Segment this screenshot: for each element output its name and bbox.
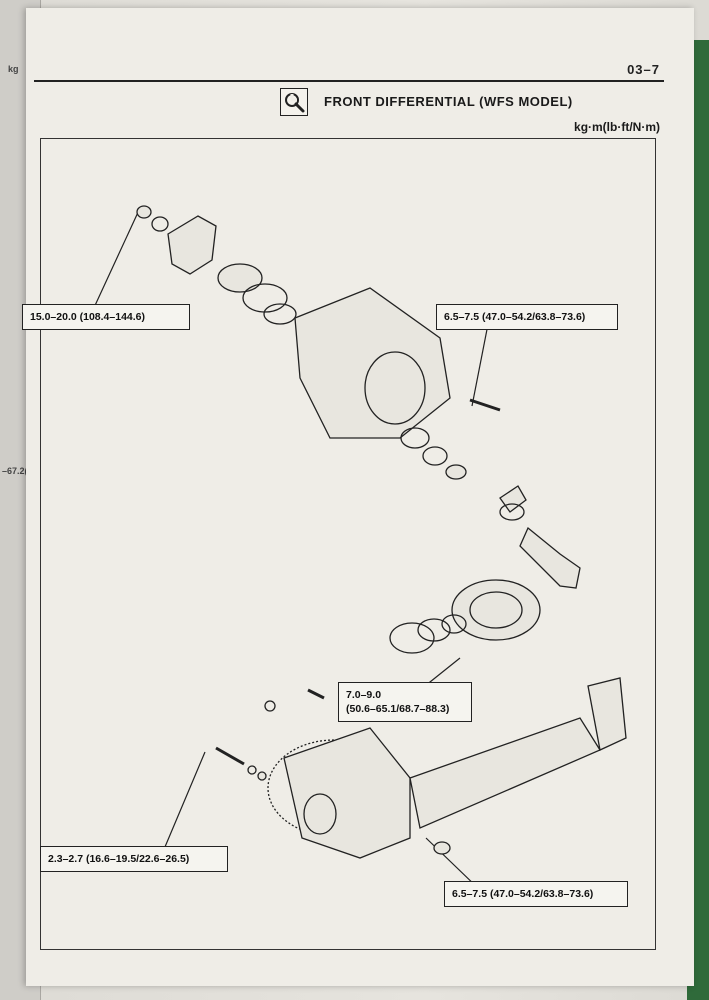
stud-bolt: [215, 746, 245, 766]
nut-icon: [136, 205, 152, 219]
upper-parts: [136, 205, 581, 589]
axle-tube: [409, 717, 601, 829]
drive-pinion: [519, 526, 581, 589]
ring-gear: [451, 579, 541, 641]
left-page-fragment-mid: –67.2(48: [2, 466, 38, 476]
flange-yoke: [167, 215, 217, 275]
torque-value: 7.0–9.0: [346, 689, 382, 701]
manual-page: 03–7 FRONT DIFFERENTIAL (WFS MODEL) kg·m…: [26, 8, 694, 986]
bolt: [469, 398, 501, 412]
oil-seal: [217, 263, 263, 293]
units-label: kg·m(lb·ft/N·m): [574, 120, 660, 134]
middle-parts: [389, 579, 541, 654]
header-rule: [34, 80, 664, 82]
washer: [151, 216, 169, 232]
drain-plug: [433, 841, 451, 855]
torque-callout-drain-plug: 6.5–7.5 (47.0–54.2/63.8–73.6): [444, 881, 628, 908]
torque-callout-flange-nut: 15.0–20.0 (108.4–144.6): [22, 304, 190, 331]
differential-case: [283, 727, 411, 859]
torque-conversion: (50.6–65.1/68.7–88.3): [346, 703, 450, 716]
page-title: FRONT DIFFERENTIAL (WFS MODEL): [324, 94, 573, 109]
lower-parts: [215, 677, 627, 859]
torque-callout-carrier-bolt: 6.5–7.5 (47.0–54.2/63.8–73.6): [436, 304, 618, 331]
left-page-fragment-top: kg: [8, 64, 19, 74]
wrench-icon: [280, 88, 308, 116]
torque-callout-stud-nut: 2.3–2.7 (16.6–19.5/22.6–26.5): [40, 846, 228, 873]
bearing-race: [400, 427, 430, 449]
torque-callout-ring-gear: 7.0–9.0 (50.6–65.1/68.7–88.3): [338, 682, 472, 723]
page-number: 03–7: [627, 62, 660, 77]
side-bearing: [389, 622, 435, 654]
tube-flange: [587, 677, 627, 751]
diagram-frame: [40, 138, 656, 950]
differential-carrier: [294, 287, 451, 439]
exploded-differential-diagram: [91, 205, 627, 891]
